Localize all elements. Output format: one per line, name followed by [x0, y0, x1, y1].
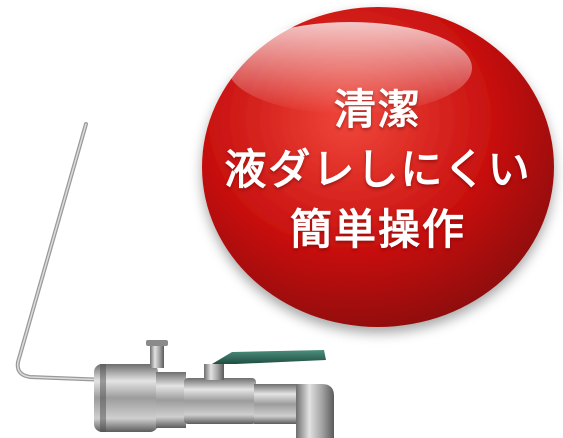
- badge-line-2: 液ダレしにくい: [224, 145, 532, 194]
- probe-tube-highlight: [17, 123, 109, 381]
- valve-lever-handle: [212, 350, 326, 364]
- vent-fitting: [150, 344, 164, 368]
- probe-tube: [15, 122, 110, 382]
- hex-nut: [156, 372, 186, 428]
- valve-body: [184, 378, 256, 424]
- coupling-ridge: [100, 364, 106, 432]
- outlet-pipe: [254, 384, 302, 424]
- badge-line-1: 清潔: [333, 85, 422, 134]
- badge-gloss: [228, 22, 472, 114]
- badge-text: 清潔 液ダレしにくい 簡単操作: [198, 80, 558, 260]
- badge-line-3: 簡単操作: [289, 205, 466, 254]
- outlet-elbow: [296, 384, 334, 438]
- vent-cap: [146, 340, 168, 346]
- valve-stem-nut: [204, 364, 224, 380]
- coupling-body: [94, 364, 158, 432]
